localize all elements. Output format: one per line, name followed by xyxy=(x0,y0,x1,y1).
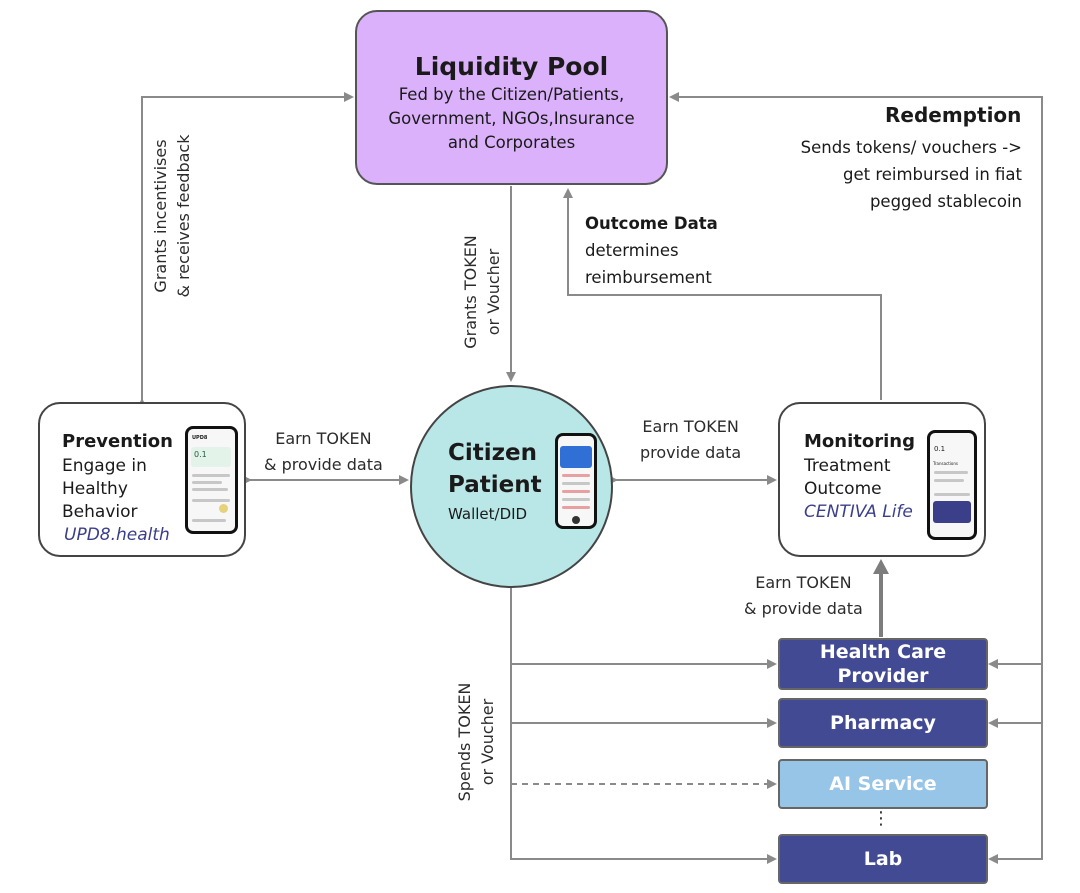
pool-subtitle-line: Fed by the Citizen/Patients, xyxy=(398,85,625,104)
earn-token-bottom-label: Earn TOKEN & provide data xyxy=(744,570,863,622)
redemption-title: Redemption xyxy=(885,103,1022,127)
earn-token-left-label: Earn TOKEN & provide data xyxy=(264,426,383,478)
wallet-nav-dot xyxy=(572,516,580,524)
liquidity-pool-subtitle: Fed by the Citizen/Patients, Government,… xyxy=(357,83,666,155)
label-line: or Voucher xyxy=(484,248,503,336)
phone-app-name: UPD8 xyxy=(192,435,208,441)
label-line: Earn TOKEN xyxy=(275,429,372,448)
label-line: & receives feedback xyxy=(174,134,193,298)
outcome-data-title: Outcome Data xyxy=(585,214,718,233)
label-line: & provide data xyxy=(744,599,863,618)
prevention-line: Behavior xyxy=(62,502,138,522)
citizen-subtitle: Wallet/DID xyxy=(448,505,528,523)
prevention-line: Healthy xyxy=(62,479,128,499)
health-care-provider-box: Health Care Provider xyxy=(778,638,988,690)
outcome-data-line: reimbursement xyxy=(585,268,712,287)
grants-token-label: Grants TOKEN or Voucher xyxy=(459,235,505,349)
phone-card xyxy=(933,501,971,523)
label-line: or Voucher xyxy=(478,698,497,786)
wallet-card xyxy=(560,446,592,468)
label-line: & provide data xyxy=(264,455,383,474)
grants-incentives-label: Grants incentivises & receives feedback xyxy=(149,135,195,298)
provider-label-line: AI Service xyxy=(829,773,937,795)
monitoring-title: Monitoring xyxy=(804,431,915,452)
prevention-line: Engage in xyxy=(62,456,147,476)
connector-redemption xyxy=(669,92,1043,860)
upd8-phone-image: UPD8 0.1 xyxy=(185,426,238,534)
prevention-title: Prevention xyxy=(62,431,173,452)
prevention-brand: UPD8.health xyxy=(64,525,170,545)
provider-label-line: Provider xyxy=(837,665,929,687)
earn-token-right-label: Earn TOKEN provide data xyxy=(640,414,741,466)
liquidity-pool-title: Liquidity Pool xyxy=(414,52,609,81)
citizen-title: Citizen Patient xyxy=(448,437,542,501)
label-line: Grants incentivises xyxy=(151,139,170,293)
phone-badge xyxy=(219,504,228,513)
monitoring-line: Outcome xyxy=(804,479,882,499)
label-line: Earn TOKEN xyxy=(642,417,739,436)
monitoring-line: Treatment xyxy=(804,456,891,476)
label-line: Spends TOKEN xyxy=(455,682,474,802)
redemption-line: Sends tokens/ vouchers -> xyxy=(800,138,1022,157)
provider-label-line: Lab xyxy=(863,848,903,870)
label-line: provide data xyxy=(640,443,742,462)
connector-outcome-data xyxy=(563,188,882,400)
wallet-phone-image xyxy=(555,433,597,529)
citizen-title-line: Patient xyxy=(448,472,542,498)
phone-value: 0.1 xyxy=(194,450,207,459)
more-providers-ellipsis: ⋮ xyxy=(872,808,890,829)
connector-grants-incentives xyxy=(137,92,354,408)
redemption-description: Sends tokens/ vouchers -> get reimbursed… xyxy=(801,134,1022,215)
monitoring-box: Monitoring Treatment Outcome CENTIVA Lif… xyxy=(778,402,986,557)
phone-value: 0.1 xyxy=(934,445,946,453)
outcome-data-label: Outcome Data determines reimbursement xyxy=(585,210,718,291)
centiva-phone-image: 0.1 Transactions xyxy=(927,430,977,540)
prevention-box: Prevention Engage in Healthy Behavior UP… xyxy=(38,402,246,557)
pool-subtitle-line: Government, NGOs,Insurance xyxy=(388,109,635,128)
phone-section: Transactions xyxy=(933,461,958,466)
liquidity-pool-box: Liquidity Pool Fed by the Citizen/Patien… xyxy=(355,10,668,185)
citizen-title-line: Citizen xyxy=(448,440,538,466)
lab-box: Lab xyxy=(778,834,988,884)
phone-card xyxy=(191,447,231,467)
ai-service-box: AI Service xyxy=(778,759,988,809)
redemption-line: get reimbursed in fiat xyxy=(842,165,1022,184)
citizen-patient-circle: Citizen Patient Wallet/DID xyxy=(410,385,613,588)
pharmacy-box: Pharmacy xyxy=(778,698,988,748)
label-line: Earn TOKEN xyxy=(755,573,852,592)
monitoring-brand: CENTIVA Life xyxy=(804,502,913,522)
provider-label-line: Health Care xyxy=(819,641,947,663)
provider-label-line: Pharmacy xyxy=(830,712,936,734)
connector-spends-main xyxy=(510,588,777,864)
outcome-data-line: determines xyxy=(585,241,679,260)
spends-token-label: Spends TOKEN or Voucher xyxy=(453,683,499,802)
label-line: Grants TOKEN xyxy=(461,235,480,349)
redemption-line: pegged stablecoin xyxy=(869,192,1022,211)
pool-subtitle-line: and Corporates xyxy=(447,133,576,152)
